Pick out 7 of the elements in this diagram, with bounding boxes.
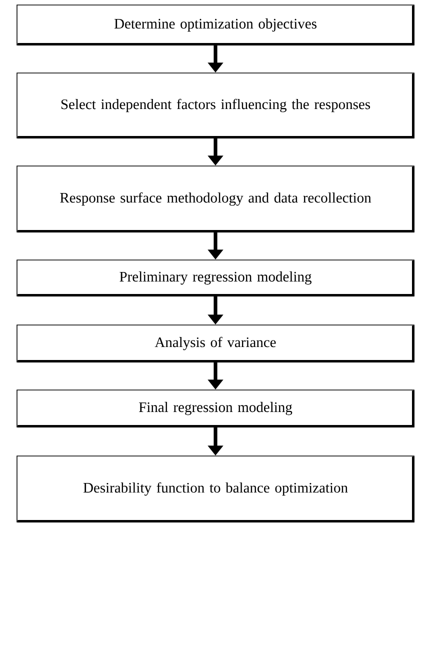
- process-box: Analysis of variance: [16, 324, 414, 362]
- process-box: Desirability function to balance optimization: [16, 456, 414, 522]
- process-box: Determine optimization objectives: [16, 4, 414, 46]
- process-box: Final regression modeling: [16, 390, 414, 428]
- process-box: Preliminary regression modeling: [16, 260, 414, 296]
- process-box: Response surface methodology and data recollection: [16, 166, 414, 232]
- process-box: Select independent factors influencing the responses: [16, 72, 414, 138]
